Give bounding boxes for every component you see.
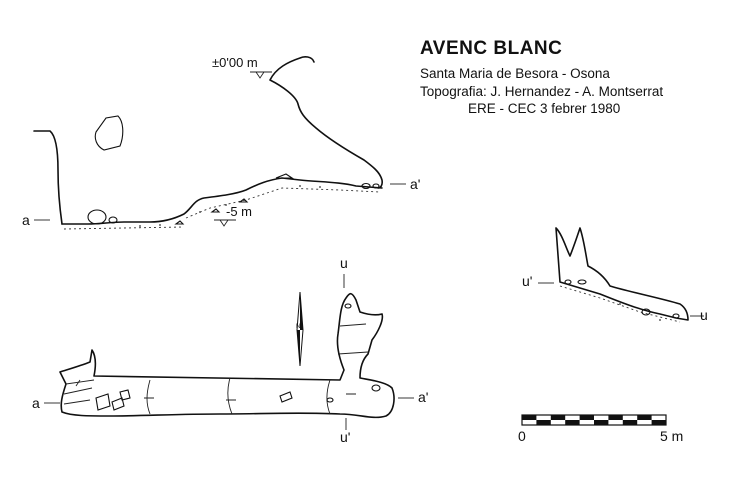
north-arrow-icon [296,291,304,367]
plan-block [326,397,334,403]
cross-section-sediment [559,285,681,323]
scale-bar-segment [522,415,537,420]
scale-bar: 0 5 m [518,414,683,444]
profile-marker-a-prime: a' [410,176,420,192]
scale-bar-segment [565,420,580,425]
plan-marker-a-prime: a' [418,389,428,405]
plan-view: N a a' u u' [32,255,428,445]
scale-bar-segment [651,420,666,425]
profile-floor-rock [275,173,294,179]
scale-start-label: 0 [518,428,526,444]
profile-boulder [94,115,124,151]
survey-date-credit: ERE - CEC 3 febrer 1980 [468,101,621,116]
plan-shaft-lines [337,323,369,355]
survey-location: Santa Maria de Besora - Osona [420,66,610,81]
plan-block [279,391,293,403]
plan-block [344,303,352,309]
north-label: N [296,324,300,330]
cross-section-rock [641,308,651,316]
datum-label: ±0'00 m [212,55,258,70]
profile-roof-right [269,56,383,189]
plan-marker-u: u [340,255,348,271]
profile-marker-a: a [22,212,30,228]
scale-bar-segment [637,415,652,420]
scale-bar-segment [622,420,638,425]
cross-marker-u: u [700,307,708,323]
profile-sediment [63,185,381,230]
plan-marker-u-prime: u' [340,429,350,445]
profile-floor-rock [361,182,371,190]
profile-left-wall [33,130,63,225]
plan-survey-arrows [75,379,356,401]
cross-section-outline [555,227,689,321]
profile-floor-rock [372,183,380,189]
cross-section: u' u [522,227,708,323]
scale-bar-segment [550,415,566,420]
plan-marker-a: a [32,395,40,411]
plan-block [119,389,131,401]
cross-section-rock [672,313,680,319]
plan-block [111,397,125,411]
scale-bar-segment [536,420,551,425]
longitudinal-profile: ±0'00 m -5 m a [22,55,420,230]
scale-bar-segment [608,415,623,420]
plan-station-lines [146,377,331,415]
scale-bar-segment [594,420,609,425]
cross-section-rock [564,279,572,285]
plan-block [371,384,381,392]
scale-bar-segments [522,415,666,425]
scale-end-label: 5 m [660,428,683,444]
profile-floor-rock [108,216,118,224]
depth-triangle [219,219,229,227]
profile-floor-rock [87,209,107,225]
cross-section-rock [577,279,587,285]
plan-gallery-outline [59,292,395,419]
profile-floor [61,177,383,225]
cross-marker-u-prime: u' [522,273,532,289]
datum-triangle [255,71,265,79]
plan-hatching [63,379,95,405]
scale-bar-segment [579,415,594,420]
survey-title: AVENC BLANC [420,38,563,59]
depth-label: -5 m [226,204,252,219]
survey-topography-credit: Topografia: J. Hernandez - A. Montserrat [420,84,664,99]
plan-block [95,393,111,411]
